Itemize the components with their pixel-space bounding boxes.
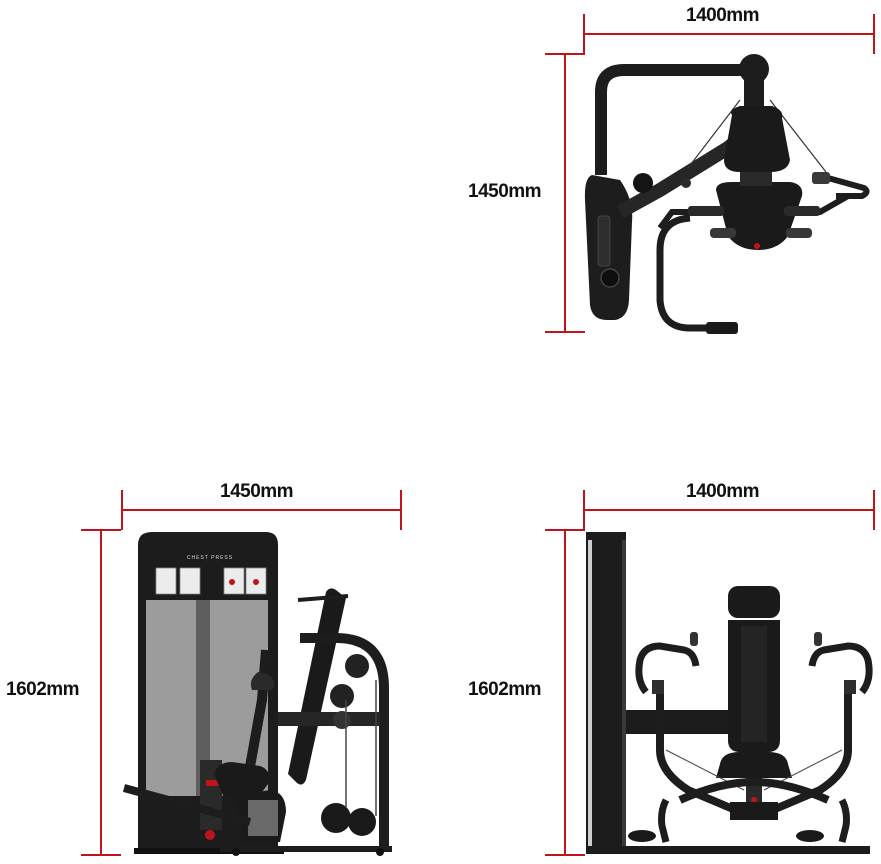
top-view-depth-label: 1450mm: [468, 181, 542, 202]
top-view-machine: [584, 54, 870, 334]
top-view-depth-dimension: [545, 53, 585, 333]
top-view-width-label: 1400mm: [686, 5, 760, 26]
front-view-height-label: 1602mm: [468, 679, 542, 700]
side-view-machine: [122, 532, 392, 856]
front-view-height-dimension: [545, 529, 585, 856]
side-view-width-label: 1450mm: [220, 481, 294, 502]
side-view-width-dimension: [121, 490, 402, 530]
side-view-height-label: 1602mm: [6, 679, 80, 700]
front-view-width-dimension: [583, 490, 875, 530]
top-view-width-dimension: [583, 14, 875, 54]
side-view-height-dimension: [81, 529, 121, 856]
front-view-width-label: 1400mm: [686, 481, 760, 502]
machine-placard-text: CHEST PRESS: [186, 555, 234, 561]
front-view-machine: [586, 532, 873, 854]
